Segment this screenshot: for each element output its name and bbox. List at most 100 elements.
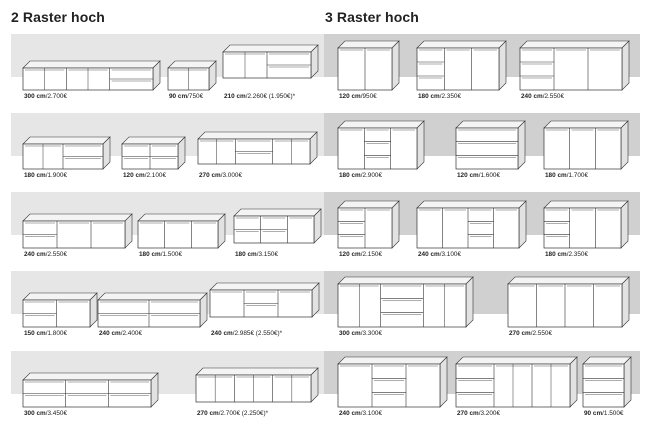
sideboard-side: [620, 120, 629, 170]
sideboard-side: [498, 40, 507, 91]
sideboard-price: /1.500€: [160, 251, 183, 258]
sideboard-size: 120 cm: [339, 251, 361, 258]
sideboard-size: 120 cm: [123, 172, 145, 179]
sideboard-price-label: 300 cm/2.700€: [24, 93, 67, 100]
sideboard-size: 150 cm: [24, 330, 46, 337]
left-heading: 2 Raster hoch: [11, 9, 105, 25]
sideboard-drawing: [167, 60, 217, 91]
sideboard-price-label: 270 cm/2.700€ (2.250€)*: [197, 410, 268, 417]
sideboard-price-label: 210 cm/2.260€ (1.950€)*: [224, 93, 295, 100]
sideboard-price-label: 120 cm/950€: [339, 93, 377, 100]
sideboard-size: 180 cm: [545, 172, 567, 179]
sideboard-size: 120 cm: [339, 93, 361, 100]
sideboard-top: [337, 120, 425, 129]
sideboard-drawing: [455, 356, 578, 408]
sideboard-drawing: [121, 136, 186, 170]
sideboard-size: 120 cm: [457, 172, 479, 179]
sideboard-front: [543, 127, 622, 170]
sideboard-top: [416, 200, 527, 209]
sideboard-side: [620, 200, 629, 249]
sideboard-size: 270 cm: [457, 410, 479, 417]
sideboard-top: [337, 200, 400, 209]
sideboard-top: [455, 120, 526, 129]
sideboard-front: [337, 283, 467, 328]
sideboard-top: [337, 356, 448, 365]
sideboard-price: /2.550€: [530, 330, 553, 337]
sideboard-top: [543, 120, 629, 129]
sideboard-front: [519, 47, 623, 91]
sideboard-top: [507, 276, 630, 285]
sideboard-price-label: 180 cm/2.900€: [339, 172, 382, 179]
sideboard-top: [582, 356, 632, 365]
sideboard-side: [518, 200, 527, 249]
sideboard-drawing: [233, 208, 322, 244]
sideboard-row: 300 cm/2.700€90 cm/750€210 cm/2.260€ (1.…: [0, 34, 650, 112]
sideboard-front: [582, 363, 625, 408]
sideboard-price-label: 120 cm/1.600€: [457, 172, 500, 179]
sideboard-drawing: [455, 120, 526, 170]
sideboard-drawing: [416, 200, 527, 249]
sideboard-side: [391, 40, 400, 91]
sideboard-price: /1.900€: [45, 172, 68, 179]
sideboard-price-label: 180 cm/1.500€: [139, 251, 182, 258]
sideboard-side: [517, 120, 526, 170]
sideboard-price: /2.700€ (2.250€)*: [218, 410, 269, 417]
sideboard-price: /2.350€: [566, 251, 589, 258]
sideboard-top: [222, 44, 319, 53]
sideboard-size: 180 cm: [235, 251, 257, 258]
sideboard-top: [519, 40, 630, 49]
sideboard-front: [543, 207, 622, 249]
sideboard-side: [391, 200, 400, 249]
sideboard-top: [22, 136, 111, 145]
sideboard-price: /3.450€: [45, 410, 68, 417]
sideboard-size: 240 cm: [99, 330, 121, 337]
sideboard-price-label: 180 cm/1.700€: [545, 172, 588, 179]
sideboard-price: /950€: [360, 93, 377, 100]
sideboard-drawing: [519, 40, 630, 91]
sideboard-price: /2.900€: [360, 172, 383, 179]
sideboard-price-label: 180 cm/1.900€: [24, 172, 67, 179]
sideboard-price-label: 240 cm/2.550€: [24, 251, 67, 258]
sideboard-drawing: [543, 200, 629, 249]
sideboard-size: 240 cm: [521, 93, 543, 100]
sideboard-row: 180 cm/1.900€ 120 cm/2.100€ 270 cm/3.000€ 1…: [0, 113, 650, 191]
sideboard-size: 270 cm: [199, 172, 221, 179]
sideboard-drawing: [337, 356, 448, 408]
sideboard-drawing: [22, 213, 133, 249]
sideboard-price-label: 240 cm/3.100€: [418, 251, 461, 258]
sideboard-price-label: 120 cm/2.100€: [123, 172, 166, 179]
sideboard-side: [621, 276, 630, 328]
sideboard-front: [337, 127, 418, 170]
sideboard-price: /2.985€ (2.550€)*: [232, 330, 283, 337]
sideboard-drawing: [416, 40, 507, 91]
sideboard-size: 270 cm: [509, 330, 531, 337]
sideboard-side: [416, 120, 425, 170]
sideboard-price: /3.150€: [256, 251, 279, 258]
sideboard-price: /3.200€: [478, 410, 501, 417]
sideboard-size: 300 cm: [339, 330, 361, 337]
sideboard-price: /3.100€: [439, 251, 462, 258]
sideboard-price: /3.300€: [360, 330, 383, 337]
sideboard-size: 180 cm: [545, 251, 567, 258]
sideboard-side: [621, 40, 630, 91]
sideboard-drawing: [137, 213, 226, 249]
sideboard-price: /2.260€ (1.950€)*: [245, 93, 296, 100]
sideboard-price: /3.100€: [360, 410, 383, 417]
sideboard-side: [439, 356, 448, 408]
sideboard-price: /1.600€: [478, 172, 501, 179]
sideboard-price-label: 240 cm/2.985€ (2.550€)*: [211, 330, 282, 337]
sideboard-front: [416, 47, 500, 91]
sideboard-size: 300 cm: [24, 93, 46, 100]
sideboard-front: [337, 363, 441, 408]
sideboard-size: 270 cm: [197, 410, 219, 417]
sideboard-size: 180 cm: [418, 93, 440, 100]
sideboard-price: /2.150€: [360, 251, 383, 258]
sideboard-price-label: 270 cm/3.000€: [199, 172, 242, 179]
sideboard-price-label: 270 cm/3.200€: [457, 410, 500, 417]
sideboard-price: /1.800€: [45, 330, 68, 337]
sideboard-top: [22, 213, 133, 222]
sideboard-top: [233, 208, 322, 217]
sideboard-size: 210 cm: [224, 93, 246, 100]
sideboard-size: 90 cm: [169, 93, 188, 100]
sideboard-drawing: [197, 131, 318, 165]
